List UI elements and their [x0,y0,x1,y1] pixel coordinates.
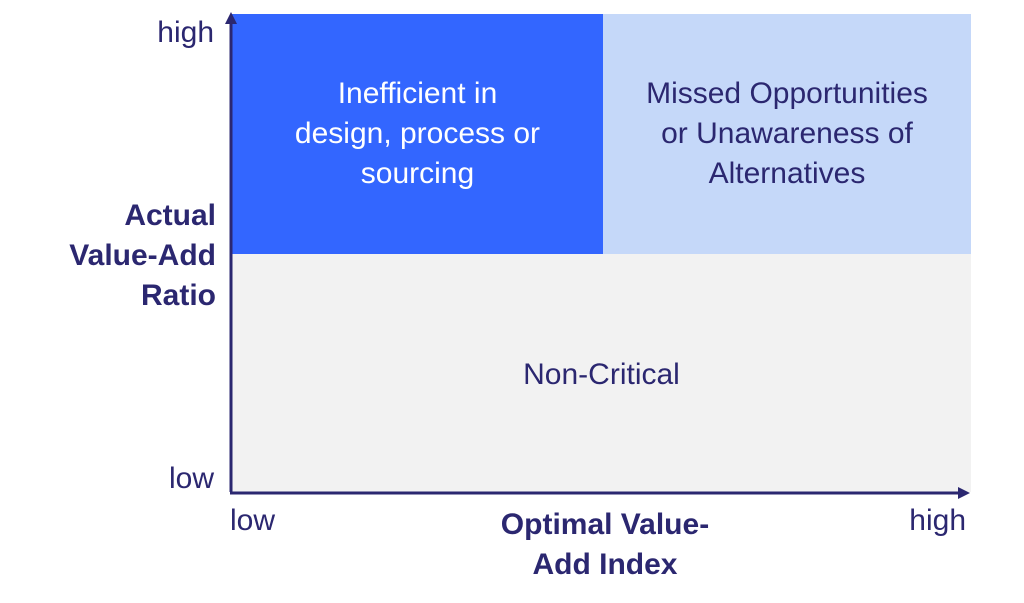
quadrant-missed-opportunities-label: Missed Opportunities or Unawareness of A… [646,77,928,190]
x-axis-arrow [958,487,970,499]
quadrant-non-critical: Non-Critical [232,254,971,492]
quadrant-missed-opportunities: Missed Opportunities or Unawareness of A… [603,14,971,254]
x-axis-low-label: low [230,504,276,537]
quadrant-inefficient-label: Inefficient in design, process or sourci… [294,77,541,190]
y-axis-arrow [225,12,237,24]
x-axis-high-label: high [909,504,966,537]
x-axis-title: Optimal Value- Add Index [500,508,710,581]
y-axis-title: Actual Value-Add Ratio [69,199,216,312]
y-axis-low-label: low [168,462,214,495]
y-axis-high-label: high [157,16,214,49]
quadrant-non-critical-label: Non-Critical [523,358,680,391]
quadrant-inefficient: Inefficient in design, process or sourci… [232,14,603,254]
